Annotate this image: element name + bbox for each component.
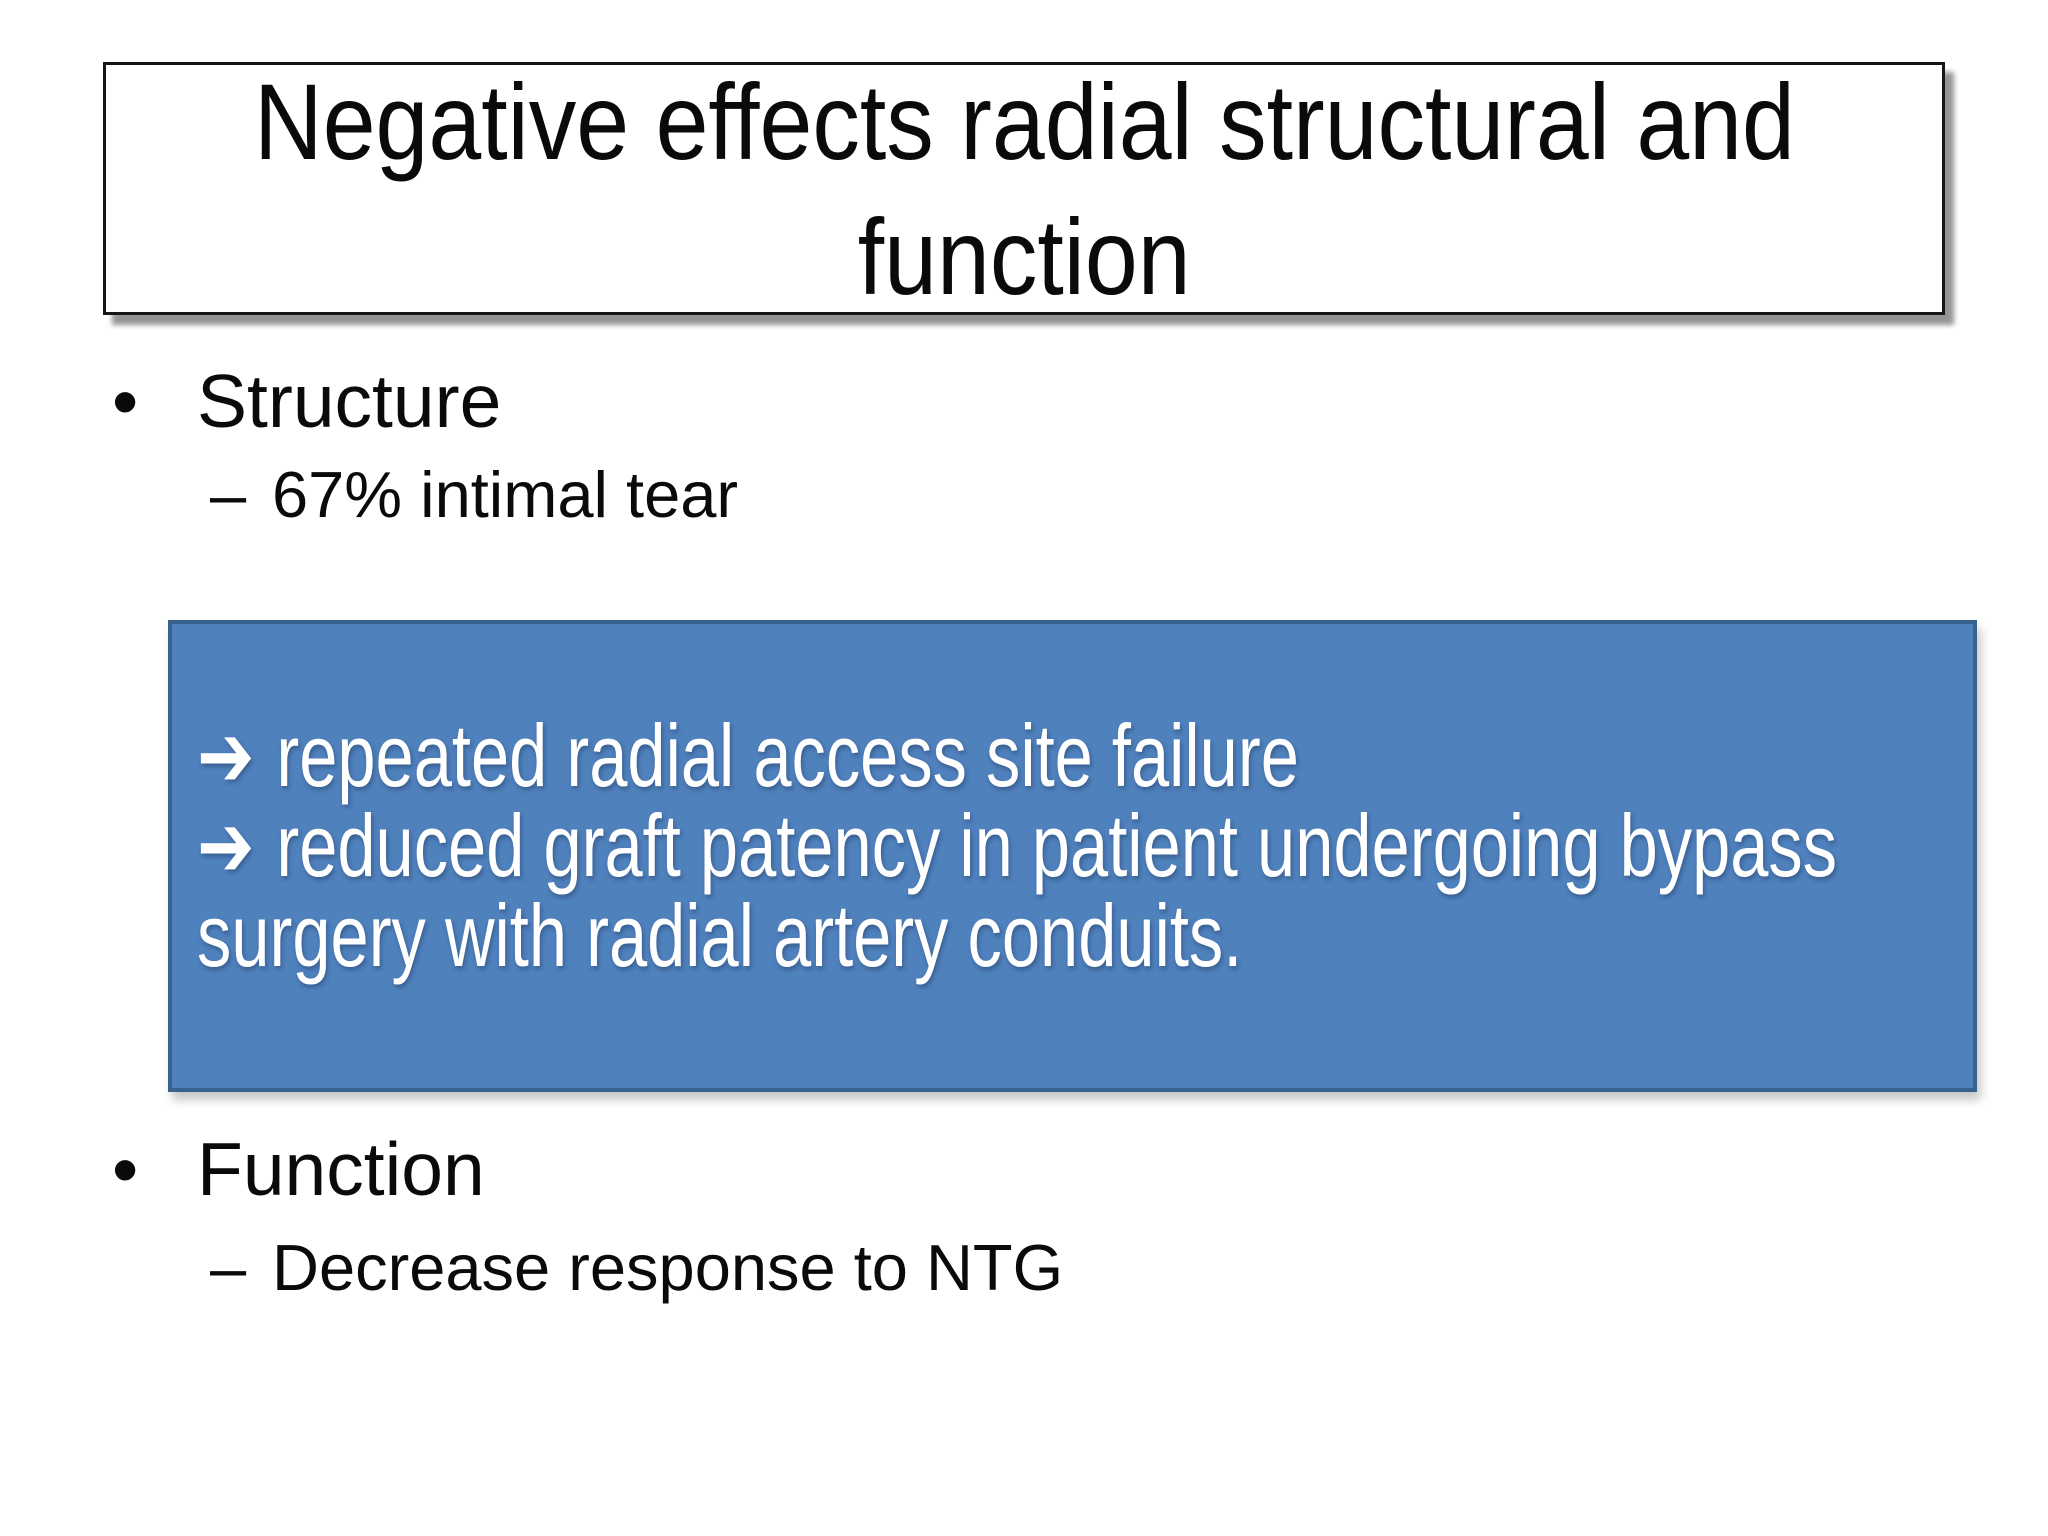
dash-icon: –	[210, 1231, 247, 1304]
callout-box: ➔repeated radial access site failure ➔re…	[168, 620, 1977, 1092]
bullet-dot-icon: •	[112, 1127, 139, 1211]
bullet-structure: • Structure	[112, 359, 501, 443]
arrow-right-icon: ➔	[197, 794, 255, 897]
subbullet-intimal-tear-label: 67% intimal tear	[272, 458, 739, 531]
callout-line-1: ➔repeated radial access site failure	[197, 711, 1957, 801]
subbullet-intimal-tear: – 67% intimal tear	[210, 458, 738, 532]
bullet-dot-icon: •	[112, 359, 139, 443]
arrow-right-icon: ➔	[197, 704, 255, 807]
title-line-2: function	[857, 195, 1191, 317]
bullet-function: • Function	[112, 1127, 485, 1211]
subbullet-ntg: – Decrease response to NTG	[210, 1231, 1063, 1305]
bullet-structure-label: Structure	[197, 359, 502, 443]
title-line-1: Negative effects radial structural and	[253, 60, 1795, 182]
callout-text: ➔repeated radial access site failure ➔re…	[197, 711, 1957, 981]
dash-icon: –	[210, 458, 247, 531]
callout-line-1-label: repeated radial access site failure	[276, 706, 1299, 805]
callout-line-2: ➔reduced graft patency in patient underg…	[197, 801, 1957, 981]
title-box: Negative effects radial structural and f…	[103, 61, 1945, 317]
bullet-function-label: Function	[197, 1127, 485, 1211]
callout-line-2-label: reduced graft patency in patient undergo…	[197, 796, 1838, 985]
subbullet-ntg-label: Decrease response to NTG	[272, 1231, 1064, 1304]
